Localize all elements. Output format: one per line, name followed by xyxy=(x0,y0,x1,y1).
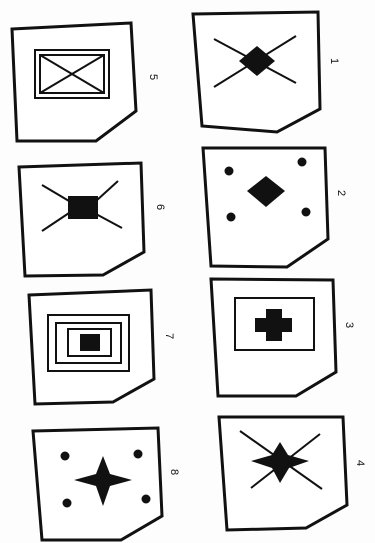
dot-2a xyxy=(225,167,234,176)
shield-outline-5 xyxy=(12,23,136,141)
shield-outline-6 xyxy=(19,163,144,276)
dot-8a xyxy=(61,452,70,461)
dot-8d xyxy=(142,495,151,504)
panel-label-1: 1 xyxy=(328,58,340,64)
shield-panel-4: 4 xyxy=(219,417,366,530)
shield-panel-3: 3 xyxy=(211,279,355,396)
panel-label-7: 7 xyxy=(163,333,175,339)
shield-outline-2 xyxy=(203,148,328,267)
dot-2d xyxy=(302,208,311,217)
square-6 xyxy=(68,196,98,219)
dot-2c xyxy=(227,213,236,222)
shield-panel-2: 2 xyxy=(203,148,347,267)
dot-8b xyxy=(134,450,143,459)
dot-2b xyxy=(298,158,307,167)
shield-panel-5: 5 xyxy=(12,23,159,141)
shield-panel-7: 7 xyxy=(29,290,175,404)
shield-panel-1: 1 xyxy=(193,12,340,132)
shield-panel-6: 6 xyxy=(19,163,166,276)
panel-label-5: 5 xyxy=(147,74,159,80)
panel-label-4: 4 xyxy=(354,460,366,466)
dot-8c xyxy=(63,499,72,508)
panel-label-8: 8 xyxy=(168,469,180,475)
filled-square-7 xyxy=(80,334,100,351)
shield-panel-8: 8 xyxy=(33,428,180,540)
panel-label-3: 3 xyxy=(343,322,355,328)
panel-label-2: 2 xyxy=(335,190,347,196)
panel-label-6: 6 xyxy=(154,204,166,210)
